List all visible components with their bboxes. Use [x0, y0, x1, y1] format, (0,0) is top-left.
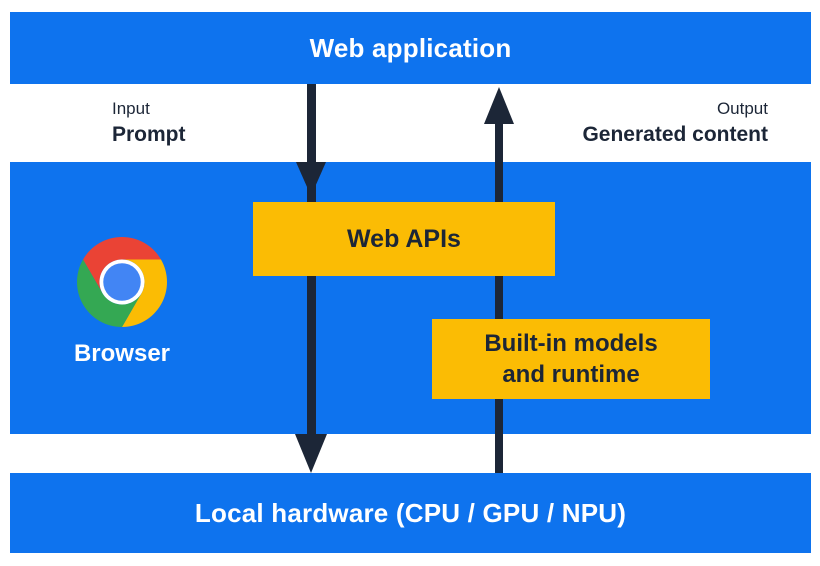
input-value: Prompt — [112, 123, 186, 146]
builtin-models-label-line1: Built-in models — [484, 330, 658, 357]
web-application-label: Web application — [309, 32, 512, 63]
browser-label: Browser — [73, 340, 171, 367]
output-title: Output — [716, 99, 768, 118]
builtin-models-label-line2: and runtime — [502, 361, 640, 388]
local-hardware-label: Local hardware (CPU / GPU / NPU) — [194, 497, 627, 528]
web-apis-box: Web APIs — [253, 202, 555, 276]
local-hardware-bar: Local hardware (CPU / GPU / NPU) — [10, 473, 811, 553]
up-arrow-line — [495, 120, 503, 473]
builtin-models-box: Built-in models and runtime — [432, 319, 710, 399]
down-arrowhead-bottom-icon — [295, 434, 327, 473]
chrome-logo-icon — [77, 237, 167, 327]
output-label-group: Output Generated content — [582, 97, 768, 148]
up-arrowhead-icon — [484, 87, 514, 124]
input-label-group: Input Prompt — [112, 97, 186, 148]
down-arrowhead-icon — [296, 162, 326, 196]
web-application-bar: Web application — [10, 12, 811, 84]
web-apis-label: Web APIs — [347, 224, 461, 253]
output-value: Generated content — [582, 123, 768, 146]
input-title: Input — [112, 99, 150, 118]
